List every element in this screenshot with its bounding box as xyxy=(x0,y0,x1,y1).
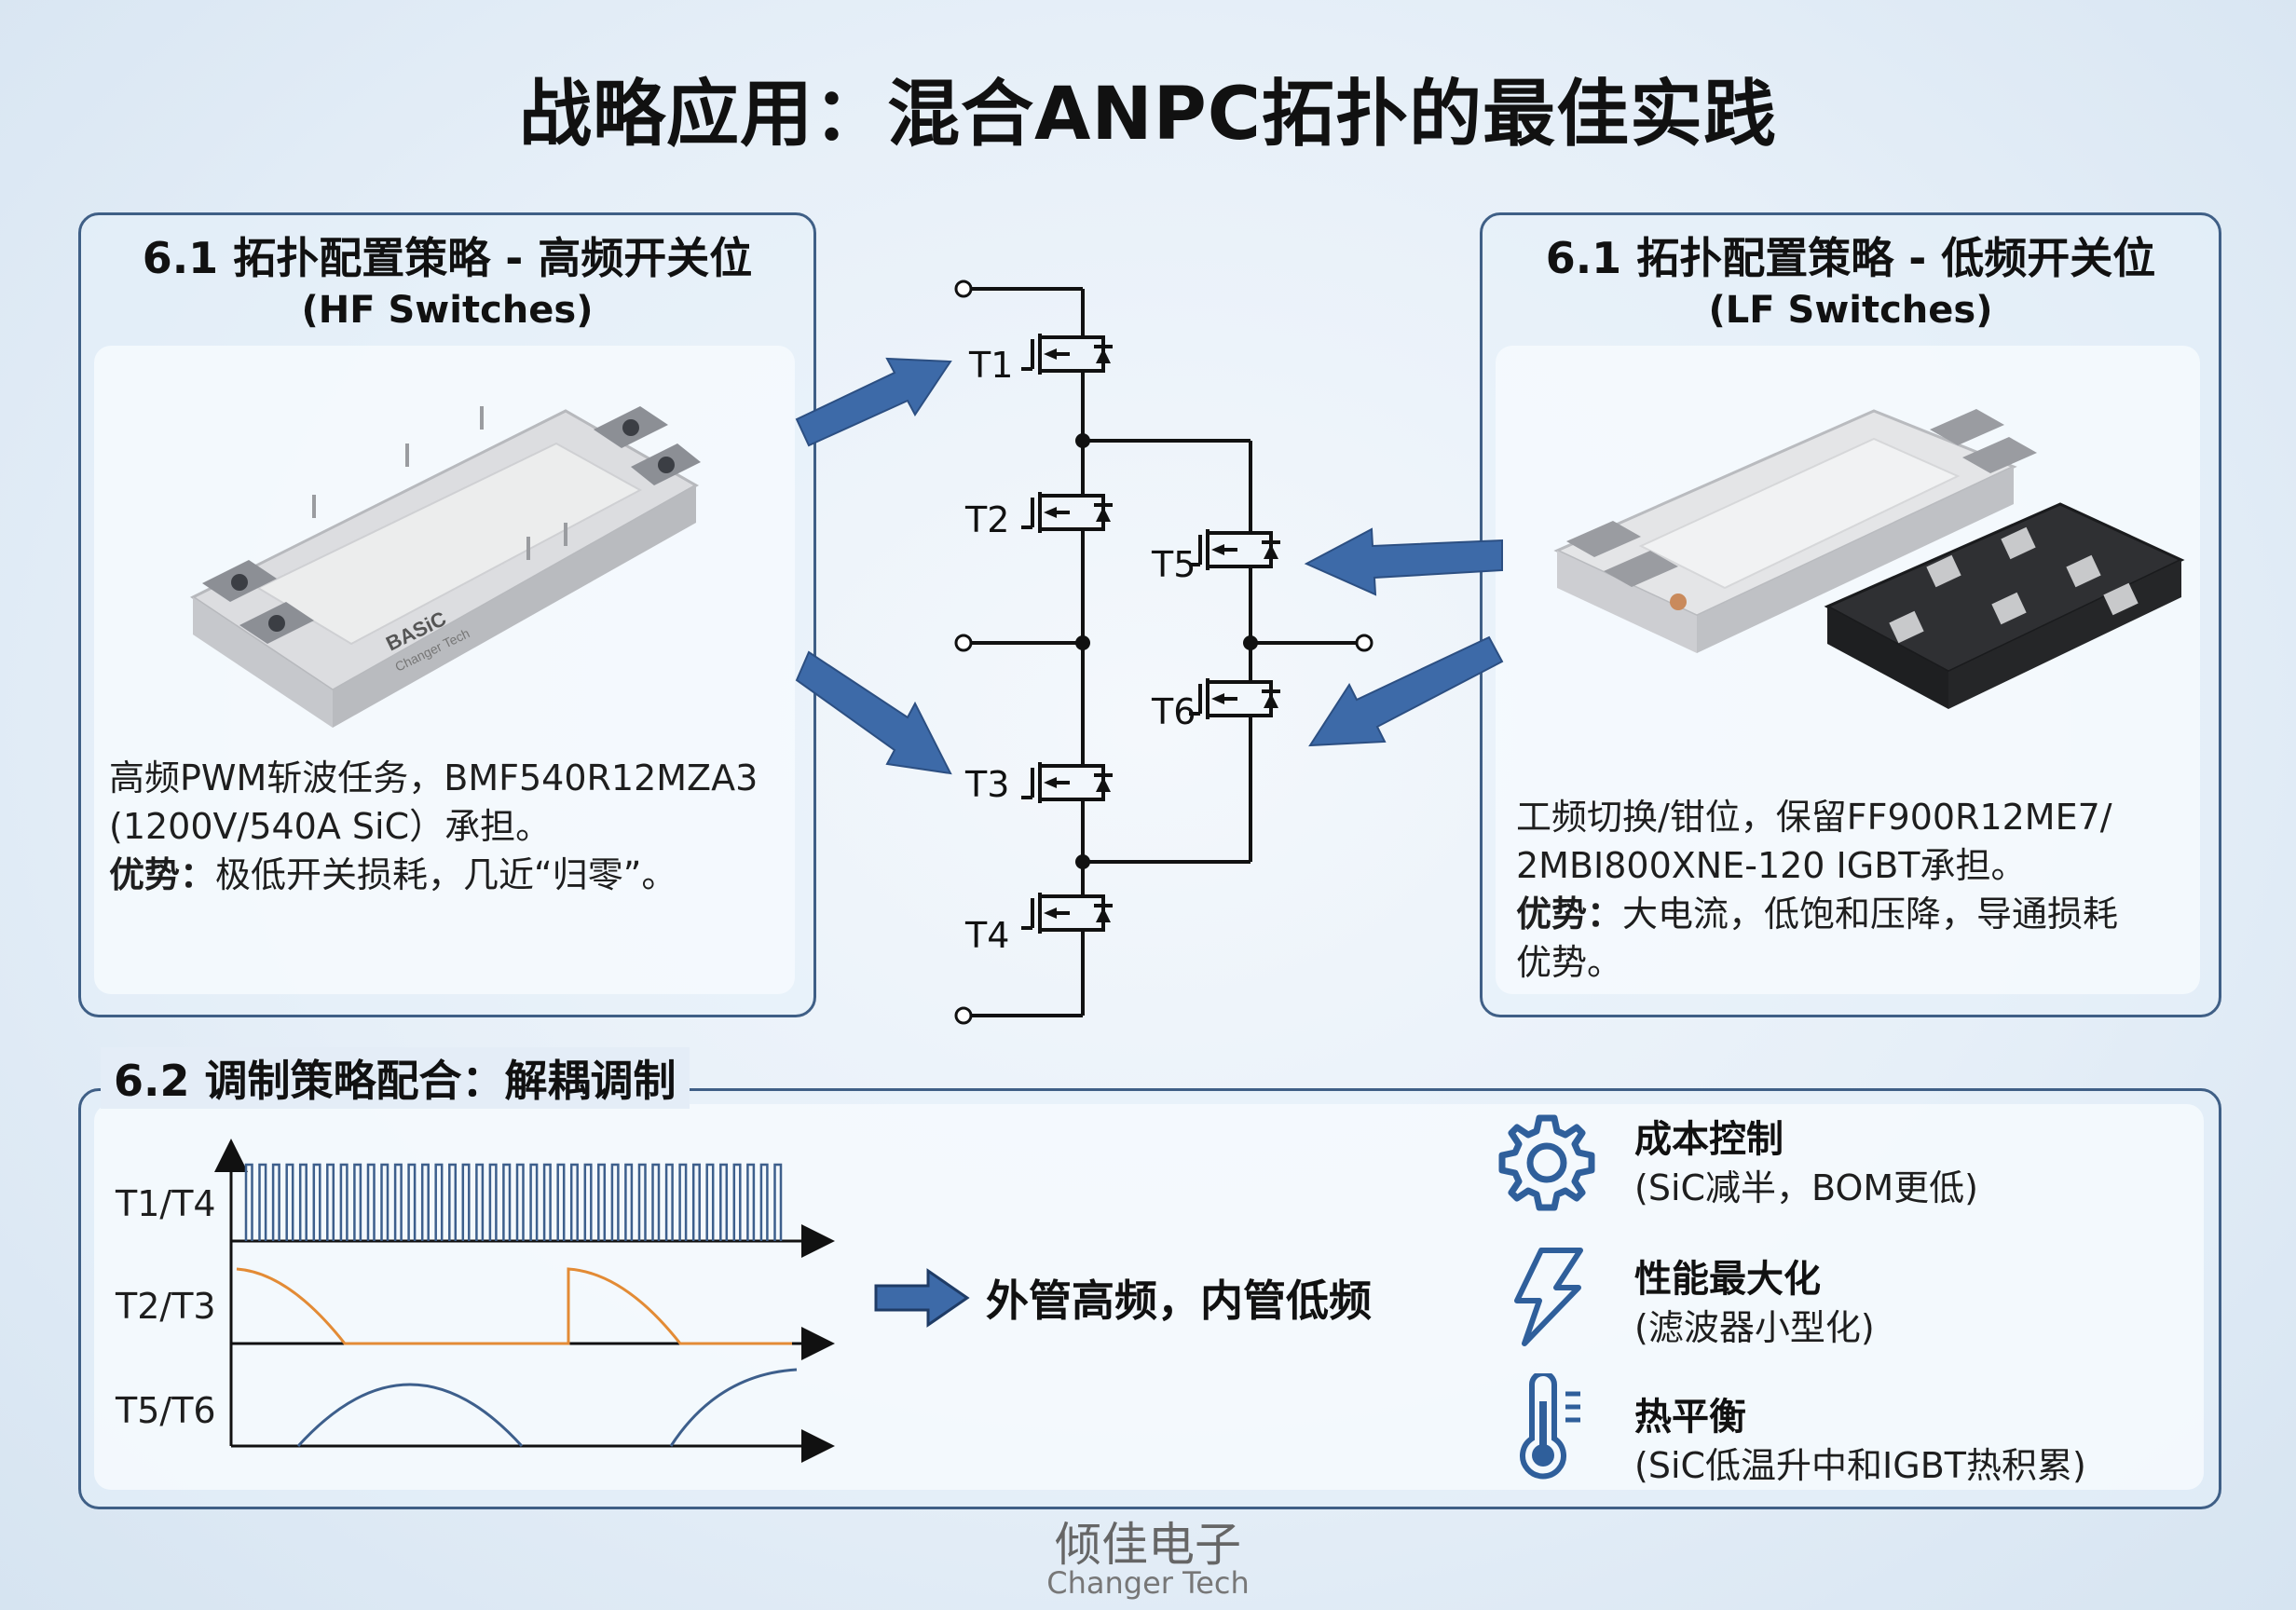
thermometer-icon xyxy=(1520,1373,1580,1480)
lf-advantage-text: 大电流，低饱和压降，导通损耗 xyxy=(1622,894,2119,935)
feature-title-thermal: 热平衡 xyxy=(1634,1396,1746,1439)
feature-desc-cost: (SiC减半，BOM更低) xyxy=(1634,1167,1978,1208)
lf-advantage-label: 优势： xyxy=(1516,894,1623,935)
gear-icon xyxy=(1498,1114,1595,1211)
switch-t2 xyxy=(1021,484,1113,540)
hf-line1: 高频PWM斩波任务，BMF540R12MZA3 xyxy=(109,757,758,798)
switch-t4 xyxy=(1021,885,1113,941)
switch-label-t1: T1 xyxy=(969,345,1014,386)
anpc-circuit xyxy=(954,280,1374,1025)
switch-label-t4: T4 xyxy=(965,915,1010,956)
hf-description: 高频PWM斩波任务，BMF540R12MZA3 (1200V/540A SiC）… xyxy=(109,754,799,899)
pwm-pulses-path xyxy=(244,1163,783,1241)
switch-label-t5: T5 xyxy=(1152,544,1196,585)
page-title: 战略应用：混合ANPC拓扑的最佳实践 xyxy=(518,73,1778,157)
waveform-t2t3 xyxy=(236,1267,792,1345)
feature-title-performance: 性能最大化 xyxy=(1634,1258,1821,1301)
lf-panel: 6.1 拓扑配置策略 - 低频开关位 (LF Switches) 工频切换/钳位… xyxy=(1480,212,2221,1017)
arrow-hf-to-t1 xyxy=(795,357,952,447)
waveform-label-t5t6: T5/T6 xyxy=(116,1390,216,1431)
waveform-t5t6 xyxy=(296,1368,798,1448)
sic-module-image: BASiC Changer Tech xyxy=(190,406,701,728)
lf-line1: 工频切换/钳位，保留FF900R12ME7/ xyxy=(1516,797,2112,838)
lf-line2: 2MBI800XNE-120 IGBT承担。 xyxy=(1516,845,2027,886)
feature-title-cost: 成本控制 xyxy=(1634,1118,1784,1161)
hf-panel: 6.1 拓扑配置策略 - 高频开关位 (HF Switches) BASiC C… xyxy=(78,212,816,1017)
waveform-label-t2t3: T2/T3 xyxy=(116,1286,216,1327)
result-arrow-icon xyxy=(874,1268,970,1328)
footer-brand-cn: 倾佳电子 xyxy=(1055,1518,1241,1572)
switch-t3 xyxy=(1021,755,1113,811)
hf-line2: (1200V/540A SiC）承担。 xyxy=(109,806,552,847)
modulation-panel-inner xyxy=(94,1104,2204,1490)
switch-t5 xyxy=(1189,522,1280,578)
feature-desc-performance: (滤波器小型化) xyxy=(1634,1307,1875,1348)
switch-t1 xyxy=(1021,326,1113,382)
hf-panel-title: 6.1 拓扑配置策略 - 高频开关位 xyxy=(142,233,753,283)
modulation-title: 6.2 调制策略配合：解耦调制 xyxy=(101,1047,690,1109)
lf-panel-subtitle: (LF Switches) xyxy=(1708,289,1993,332)
switch-label-t6: T6 xyxy=(1152,691,1196,732)
lf-advantage-cont: 优势。 xyxy=(1516,942,1623,983)
igbt-module-image xyxy=(1553,409,2185,709)
modulation-panel xyxy=(78,1088,2221,1509)
modulation-result: 外管高频，内管低频 xyxy=(986,1276,1372,1326)
lf-advantage: 优势：大电流，低饱和压降，导通损耗 xyxy=(1516,890,2206,938)
switch-label-t2: T2 xyxy=(965,499,1010,540)
arrow-hf-to-t3 xyxy=(795,650,952,775)
pwm-pulse-train xyxy=(244,1163,783,1241)
switch-t6 xyxy=(1189,671,1280,727)
switch-label-t3: T3 xyxy=(965,764,1010,805)
waveform-label-t1t4: T1/T4 xyxy=(116,1183,216,1224)
footer-brand-en: Changer Tech xyxy=(1046,1565,1250,1601)
lf-description: 工频切换/钳位，保留FF900R12ME7/ 2MBI800XNE-120 IG… xyxy=(1516,793,2206,987)
lf-panel-title: 6.1 拓扑配置策略 - 低频开关位 xyxy=(1545,233,2156,283)
waveform-chart xyxy=(214,1139,835,1463)
hf-advantage-label: 优势： xyxy=(109,854,216,895)
arrow-lf-to-t6 xyxy=(1308,635,1504,747)
hf-advantage: 优势：极低开关损耗，几近“归零”。 xyxy=(109,851,799,899)
feature-desc-thermal: (SiC低温升中和IGBT热积累) xyxy=(1634,1445,2086,1486)
lightning-icon xyxy=(1514,1248,1583,1346)
arrow-lf-to-t5 xyxy=(1304,527,1503,596)
hf-advantage-text: 极低开关损耗，几近“归零”。 xyxy=(215,854,677,895)
hf-panel-subtitle: (HF Switches) xyxy=(301,289,594,332)
